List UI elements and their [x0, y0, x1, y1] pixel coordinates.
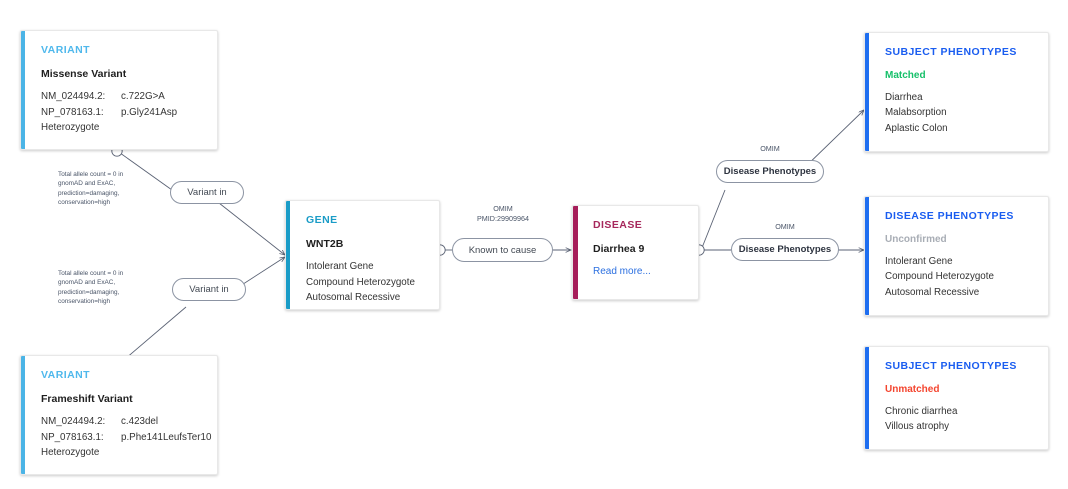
evidence-line: prediction=damaging,: [58, 189, 120, 197]
read-more-link[interactable]: Read more...: [593, 266, 651, 278]
evidence-line: prediction=damaging,: [58, 288, 120, 296]
edge-pill-known-to-cause[interactable]: Known to cause: [452, 238, 553, 262]
gene-attribute: Intolerant Gene: [306, 261, 374, 273]
variant-protein-key: NP_078163.1:: [41, 106, 104, 118]
evidence-note-top: Total allele count = 0 in gnomAD and ExA…: [58, 170, 123, 208]
gene-attribute: Compound Heterozygote: [306, 276, 415, 288]
evidence-line: gnomAD and ExAC,: [58, 279, 116, 287]
edge-pill-disease-phenotypes-upper[interactable]: Disease Phenotypes: [716, 160, 824, 183]
gene-card[interactable]: GENE WNT2B Intolerant Gene Compound Hete…: [285, 200, 440, 310]
variant-transcript-value: c.423del: [121, 416, 159, 428]
variant-transcript-key: NM_024494.2:: [41, 416, 106, 428]
evidence-line: Total allele count = 0 in: [58, 270, 124, 277]
disease-phenotypes-card[interactable]: DISEASE PHENOTYPES Unconfirmed Intoleran…: [864, 196, 1049, 316]
evidence-note-bottom: Total allele count = 0 in gnomAD and ExA…: [58, 269, 123, 307]
variant-zygosity: Heterozygote: [41, 447, 100, 459]
gene-card-title: GENE: [306, 214, 338, 226]
variant-transcript-value: c.722G>A: [121, 91, 165, 103]
evidence-line: Total allele count = 0 in: [58, 171, 124, 178]
variant-accent-bar: [21, 356, 25, 474]
phenotype-item: Compound Heterozygote: [885, 271, 994, 283]
source-line: PMID:29909964: [477, 214, 529, 223]
variant-protein-value: p.Phe141LeufsTer10: [121, 431, 212, 443]
phenotype-card-title: SUBJECT PHENOTYPES: [885, 360, 1017, 372]
variant-protein-key: NP_078163.1:: [41, 431, 104, 443]
variant-type-label: Missense Variant: [41, 67, 127, 80]
variant-card-missense[interactable]: VARIANT Missense Variant NM_024494.2: c.7…: [20, 30, 218, 150]
edge-pill-variant-in-top[interactable]: Variant in: [170, 181, 244, 204]
phenotype-item: Villous atrophy: [885, 421, 950, 433]
evidence-line: conservation=high: [58, 199, 111, 207]
variant-accent-bar: [21, 31, 25, 149]
evidence-line: gnomAD and ExAC,: [58, 180, 116, 188]
phenotype-accent-bar: [865, 197, 869, 315]
disease-accent-bar: [573, 206, 578, 299]
variant-card-frameshift[interactable]: VARIANT Frameshift Variant NM_024494.2: c…: [20, 355, 218, 475]
variant-protein-value: p.Gly241Asp: [121, 106, 178, 118]
source-line: OMIM: [493, 204, 513, 213]
phenotype-item: Diarrhea: [885, 91, 923, 103]
variant-transcript-row: NM_024494.2: c.722G>A: [41, 89, 203, 105]
variant-card-title: VARIANT: [41, 44, 91, 56]
edge-pill-variant-in-bottom[interactable]: Variant in: [172, 278, 246, 301]
phenotype-item: Chronic diarrhea: [885, 405, 958, 417]
status-badge: Matched: [885, 69, 926, 81]
phenotype-item: Aplastic Colon: [885, 122, 948, 134]
gene-accent-bar: [286, 201, 290, 309]
variant-zygosity: Heterozygote: [41, 122, 100, 134]
phenotype-item: Autosomal Recessive: [885, 286, 980, 298]
variant-transcript-key: NM_024494.2:: [41, 91, 106, 103]
subject-phenotypes-matched-card[interactable]: SUBJECT PHENOTYPES Matched Diarrhea Mala…: [864, 32, 1049, 152]
variant-card-title: VARIANT: [41, 369, 91, 381]
variant-protein-row: NP_078163.1: p.Gly241Asp: [41, 105, 203, 121]
phenotype-card-title: DISEASE PHENOTYPES: [885, 210, 1014, 222]
gene-symbol: WNT2B: [306, 237, 344, 250]
evidence-line: conservation=high: [58, 298, 111, 306]
disease-card[interactable]: DISEASE Diarrhea 9 Read more...: [572, 205, 699, 300]
phenotype-accent-bar: [865, 347, 869, 449]
disease-card-title: DISEASE: [593, 219, 643, 231]
variant-type-label: Frameshift Variant: [41, 392, 133, 405]
source-label-gene-disease: OMIM PMID:29909964: [455, 204, 551, 224]
disease-name: Diarrhea 9: [593, 242, 645, 255]
phenotype-item: Intolerant Gene: [885, 255, 953, 267]
variant-protein-row: NP_078163.1: p.Phe141LeufsTer10: [41, 430, 211, 446]
phenotype-card-title: SUBJECT PHENOTYPES: [885, 46, 1017, 58]
variant-transcript-row: NM_024494.2: c.423del: [41, 414, 203, 430]
status-badge: Unmatched: [885, 383, 940, 395]
subject-phenotypes-unmatched-card[interactable]: SUBJECT PHENOTYPES Unmatched Chronic dia…: [864, 346, 1049, 450]
edge-pill-disease-phenotypes-lower[interactable]: Disease Phenotypes: [731, 238, 839, 261]
source-label-omim-upper: OMIM: [760, 144, 780, 153]
status-badge: Unconfirmed: [885, 233, 947, 245]
gene-attribute: Autosomal Recessive: [306, 292, 401, 304]
phenotype-item: Malabsorption: [885, 107, 947, 119]
source-label-omim-lower: OMIM: [775, 222, 795, 231]
phenotype-accent-bar: [865, 33, 869, 151]
